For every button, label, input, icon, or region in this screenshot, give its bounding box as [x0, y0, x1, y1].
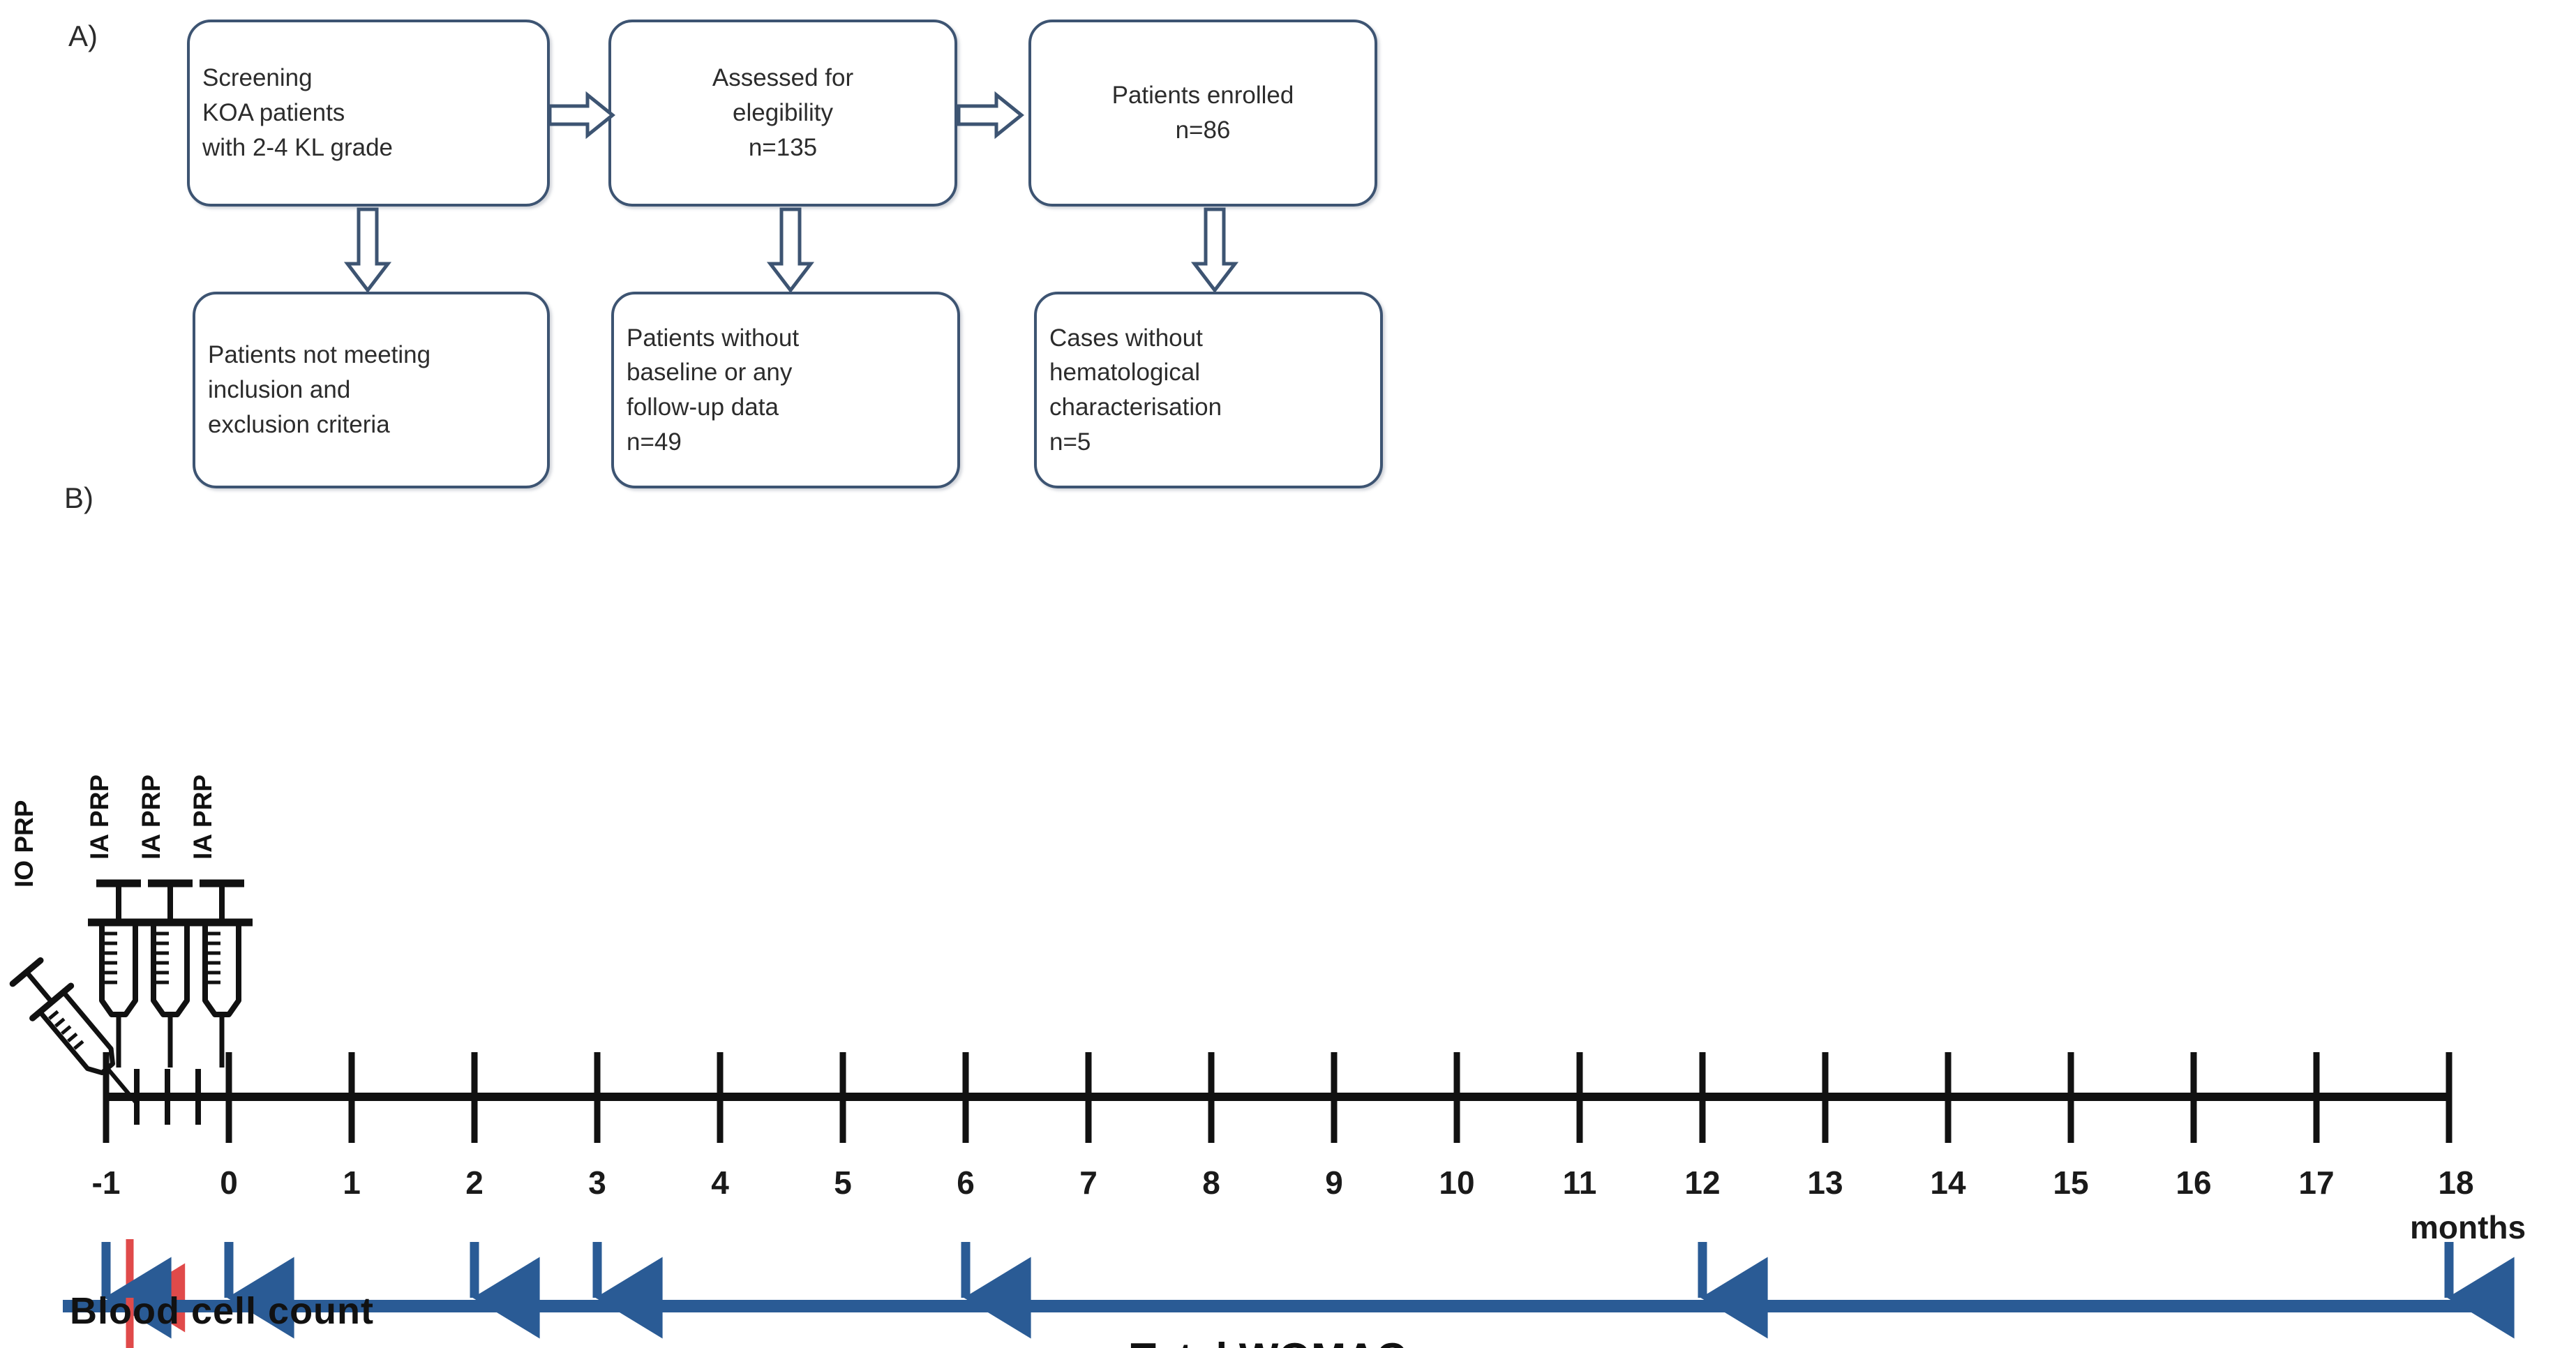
flow-box-screening: Screening KOA patients with 2-4 KL grade [187, 20, 550, 207]
panel-a-label: A) [68, 20, 98, 52]
arrow-right-icon-assessed-to-enrolled [957, 91, 1024, 140]
timeline-tick-6: 6 [957, 1164, 975, 1201]
timeline-tick-3: 3 [588, 1164, 606, 1201]
timeline-tick-10: 10 [1439, 1164, 1475, 1201]
flow-box-no-baseline-data-text: Patients without baseline or any follow-… [627, 324, 800, 456]
timeline-tick-14: 14 [1930, 1164, 1966, 1201]
arrow-down-icon-screening-to-not-meeting [343, 207, 392, 294]
flow-box-no-hematological-characterisation: Cases without hematological characterisa… [1034, 292, 1383, 488]
flow-box-no-baseline-data: Patients without baseline or any follow-… [611, 292, 960, 488]
timeline-graphic [9, 879, 2453, 1143]
womac-label: Total WOMAC [1130, 1334, 1406, 1348]
arrow-right-icon-screening-to-assessed [548, 91, 615, 140]
flow-box-enrolled: Patients enrolled n=86 [1028, 20, 1377, 207]
syringe-icon-ia-prp-1 [88, 879, 149, 1068]
timeline-tick--1: -1 [91, 1164, 121, 1201]
timeline-tick-4: 4 [711, 1164, 729, 1201]
timeline-tick-15: 15 [2053, 1164, 2089, 1201]
timeline-major-ticks [103, 1052, 2453, 1143]
timeline-tick-12: 12 [1684, 1164, 1721, 1201]
timeline-tick-5: 5 [834, 1164, 852, 1201]
syringe-label-ia-prp-3: IA PRP [188, 774, 217, 860]
timeline-tick-2: 2 [465, 1164, 484, 1201]
timeline-tick-17: 17 [2298, 1164, 2335, 1201]
panel-b-label: B) [64, 481, 93, 514]
syringe-label-ia-prp-1: IA PRP [85, 774, 114, 860]
timeline-minor-ticks [134, 1069, 201, 1125]
timeline-tick-7: 7 [1079, 1164, 1098, 1201]
timeline-panel: -1 0 1 2 3 4 5 6 7 8 9 10 11 12 13 14 15… [0, 600, 2576, 1348]
syringe-icon-ia-prp-3 [191, 879, 253, 1068]
timeline-axis-label-months: months [2410, 1209, 2526, 1245]
timeline-tick-1: 1 [343, 1164, 361, 1201]
flow-box-no-hematological-characterisation-text: Cases without hematological characterisa… [1049, 324, 1222, 456]
timeline-tick-16: 16 [2176, 1164, 2212, 1201]
arrow-down-icon-assessed-to-no-baseline [766, 207, 815, 294]
arrow-down-icon-enrolled-to-no-hematology [1190, 207, 1239, 294]
flow-box-not-meeting-criteria-text: Patients not meeting inclusion and exclu… [208, 341, 431, 438]
timeline-tick-11: 11 [1562, 1164, 1597, 1201]
flow-box-screening-text: Screening KOA patients with 2-4 KL grade [202, 64, 394, 161]
flow-box-not-meeting-criteria: Patients not meeting inclusion and exclu… [193, 292, 550, 488]
timeline-tick-13: 13 [1807, 1164, 1843, 1201]
timeline-tick-0: 0 [220, 1164, 238, 1201]
flow-box-assessed: Assessed for elegibility n=135 [608, 20, 957, 207]
flow-box-enrolled-text: Patients enrolled n=86 [1111, 82, 1294, 144]
flow-box-assessed-text: Assessed for elegibility n=135 [712, 64, 854, 161]
timeline-tick-18: 18 [2438, 1164, 2474, 1201]
timeline-tick-8: 8 [1202, 1164, 1220, 1201]
syringe-label-io-prp: IO PRP [10, 800, 38, 888]
syringe-icon-ia-prp-2 [140, 879, 201, 1068]
blood-cell-count-label: Blood cell count [70, 1290, 375, 1332]
syringe-label-ia-prp-2: IA PRP [137, 774, 165, 860]
timeline-tick-9: 9 [1325, 1164, 1343, 1201]
